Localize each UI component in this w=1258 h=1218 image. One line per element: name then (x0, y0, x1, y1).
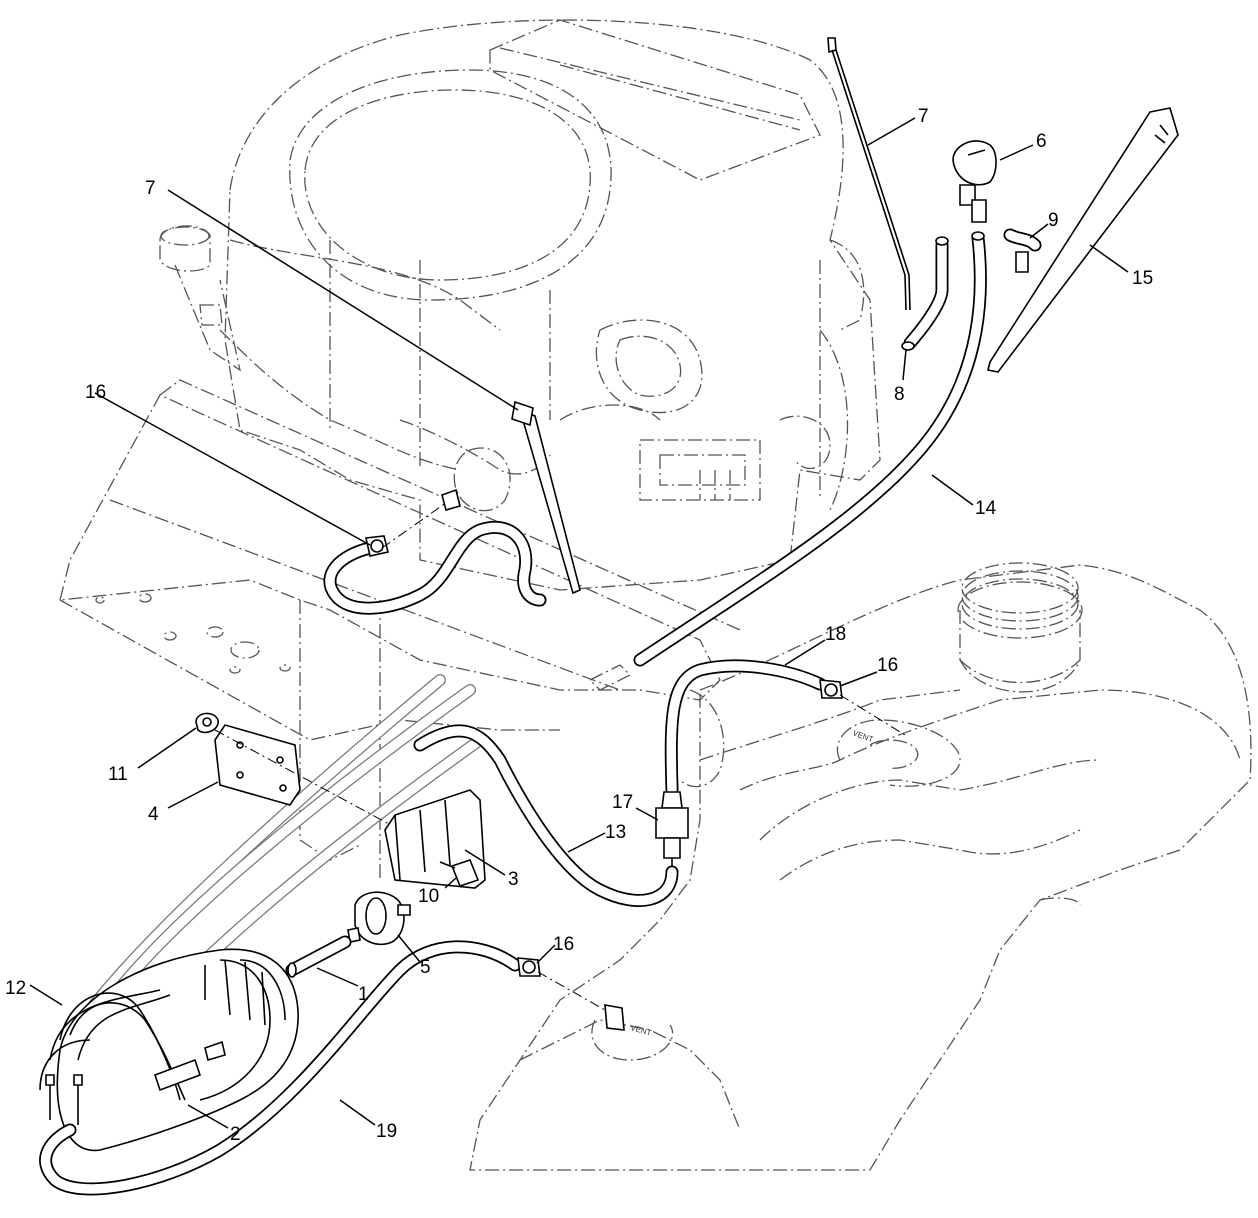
leader-lines (29, 117, 1129, 1129)
nut-11 (195, 712, 219, 734)
hose-clamp-engine (365, 488, 461, 557)
callout-19: 19 (376, 1121, 397, 1142)
callout-3: 3 (508, 869, 519, 890)
callout-4: 4 (148, 804, 159, 825)
hose-18 (664, 659, 827, 797)
callout-10: 10 (418, 886, 439, 907)
cable-tie-left (511, 400, 581, 595)
hose-19 (39, 940, 522, 1196)
callout-15: 15 (1132, 268, 1153, 289)
mount-plate-4 (214, 724, 401, 831)
small-elbow (1003, 228, 1042, 273)
hose-clamp-tank-lower (517, 957, 625, 1031)
callout-16-tank-upper: 16 (877, 655, 898, 676)
bolt-10 (439, 859, 480, 887)
callout-14: 14 (975, 498, 997, 519)
callout-6: 6 (1036, 131, 1047, 152)
callout-12: 12 (5, 978, 26, 999)
charcoal-canister (39, 948, 299, 1152)
callout-16-tank-lower: 16 (553, 934, 574, 955)
callout-17: 17 (612, 792, 633, 813)
hose-piece-1 (285, 935, 352, 978)
fitting-17 (655, 791, 689, 866)
callout-2: 2 (230, 1124, 241, 1145)
callout-8: 8 (894, 384, 905, 405)
elbow-hose (901, 236, 949, 351)
callout-7-right: 7 (918, 106, 929, 127)
cable-tie-right (827, 37, 911, 311)
retaining-strap (987, 107, 1179, 373)
hose-13 (413, 724, 679, 907)
tank-vent-tag-lower: VENT (629, 1023, 652, 1037)
callout-13: 13 (605, 822, 626, 843)
fuel-tank-ghost: VENT VENT (469, 562, 1252, 1171)
callout-labels: 1 2 3 4 5 6 7 7 8 9 10 11 12 13 14 15 16… (5, 106, 1153, 1145)
callout-9: 9 (1048, 210, 1059, 231)
vent-hose-long (633, 231, 987, 667)
inline-filter-5 (347, 891, 411, 946)
callout-18: 18 (825, 624, 846, 645)
hose-clamp-tank-upper (819, 679, 906, 736)
engine-hose-loop (323, 520, 547, 615)
callout-16-engine: 16 (85, 382, 106, 403)
callout-5: 5 (420, 957, 431, 978)
frame-rail-ghost (59, 379, 741, 880)
callout-1: 1 (358, 984, 369, 1005)
callout-7-left: 7 (145, 178, 156, 199)
tank-vent-tag-upper: VENT (851, 728, 874, 744)
callout-11: 11 (108, 764, 128, 785)
engine-ghost (159, 19, 881, 591)
vent-cap (952, 140, 997, 223)
